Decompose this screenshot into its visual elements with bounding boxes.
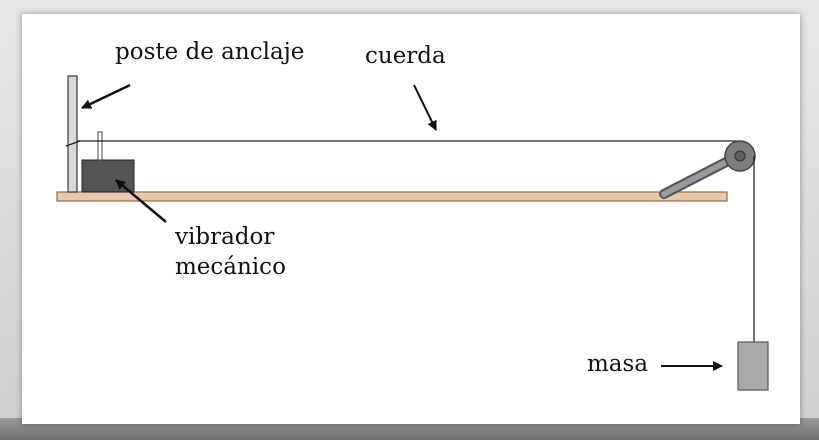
pulley-hub xyxy=(734,150,746,162)
anchor-post-arrow xyxy=(81,83,131,110)
pulley-arm-inner xyxy=(661,155,737,197)
table-board xyxy=(56,191,728,202)
hanging-mass xyxy=(737,341,769,391)
vibrator-label-line2: mecánico xyxy=(175,254,286,280)
string-tie xyxy=(65,140,81,147)
vibrator-arrow xyxy=(115,179,167,223)
mass-label: masa xyxy=(587,351,649,377)
anchor-post xyxy=(67,75,78,193)
anchor-post-label: poste de anclaje xyxy=(115,39,305,65)
vibrator-blade xyxy=(97,131,103,161)
string-arrow xyxy=(413,84,437,131)
diagram-card xyxy=(22,14,800,424)
string-label: cuerda xyxy=(365,43,446,69)
vibrator-label-line1: vibrador xyxy=(175,224,275,250)
